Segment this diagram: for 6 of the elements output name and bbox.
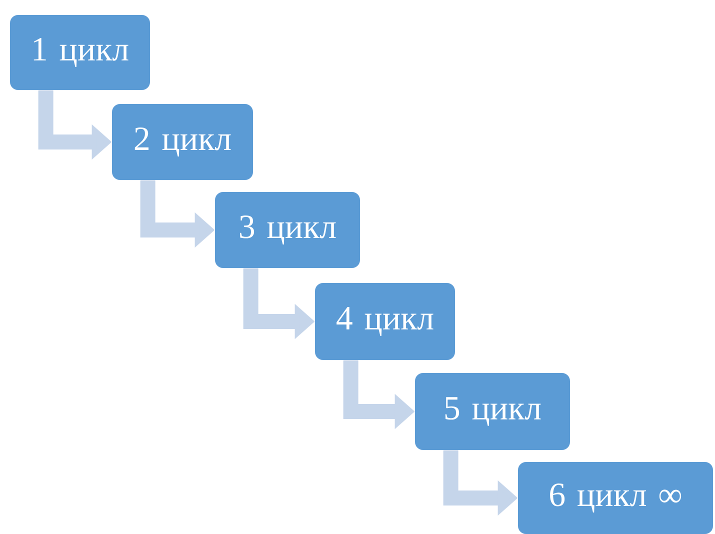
process-box: 6 цикл ∞: [518, 462, 713, 534]
process-box: 3 цикл: [215, 192, 360, 268]
process-box: 5 цикл: [415, 373, 570, 450]
process-box: 2 цикл: [112, 104, 253, 180]
process-box: 4 цикл: [315, 283, 455, 360]
process-box: 1 цикл: [10, 15, 150, 90]
